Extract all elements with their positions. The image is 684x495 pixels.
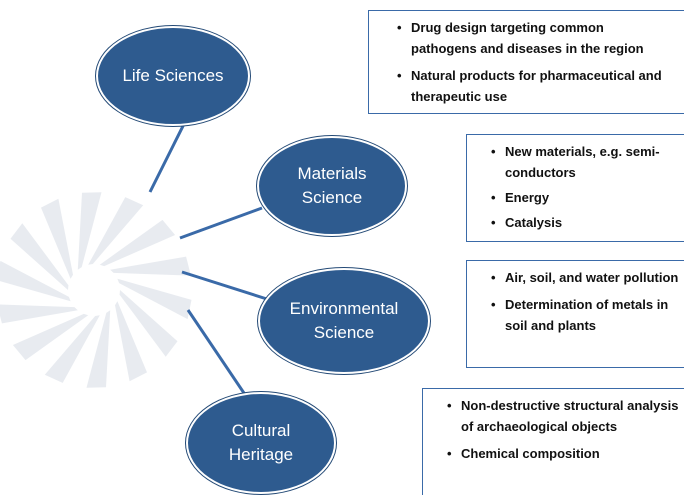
node-environmental-science: Environmental Science [258, 268, 430, 374]
node-materials-science: Materials Science [257, 136, 407, 236]
logo-blade [88, 197, 144, 265]
node-title: Materials Science [297, 164, 367, 207]
bullet-item: New materials, e.g. semi-conductors [489, 141, 681, 183]
connector-line [148, 123, 186, 193]
connector-line [181, 270, 271, 302]
detail-box-life-sciences: Drug design targeting common pathogens a… [368, 10, 684, 114]
logo-blade [12, 313, 89, 361]
bullet-item: Catalysis [489, 212, 676, 233]
bullet-item: Energy [489, 187, 676, 208]
bullet-item: Determination of metals in soil and plan… [489, 294, 681, 336]
logo-blade [77, 192, 102, 270]
node-title: Life Sciences [122, 66, 224, 85]
logo-blade [86, 310, 111, 388]
bullet-list: New materials, e.g. semi-conductors Ener… [489, 141, 676, 233]
logo-blade [0, 260, 71, 302]
logo-blade [41, 198, 73, 279]
bullet-item: Drug design targeting common pathogens a… [395, 17, 671, 59]
bullet-list: Air, soil, and water pollution Determina… [489, 267, 678, 336]
bullet-item: Natural products for pharmaceutical and … [395, 65, 671, 107]
node-life-sciences: Life Sciences [96, 26, 250, 126]
bullet-item: Chemical composition [445, 443, 679, 464]
connector-line [186, 309, 252, 403]
detail-box-materials-science: New materials, e.g. semi-conductors Ener… [466, 134, 684, 242]
connector-line [179, 206, 263, 240]
logo-blade [99, 219, 176, 267]
bullet-list: Non-destructive structural analysis of a… [445, 395, 679, 464]
bullet-list: Drug design targeting common pathogens a… [395, 17, 676, 107]
swirl-logo-icon [0, 192, 192, 388]
bullet-item: Air, soil, and water pollution [489, 267, 681, 288]
connectors [148, 123, 271, 403]
detail-box-environmental-science: Air, soil, and water pollution Determina… [466, 260, 684, 368]
bullet-item: Non-destructive structural analysis of a… [445, 395, 679, 437]
node-cultural-heritage: Cultural Heritage [186, 392, 336, 494]
logo-blade [44, 315, 100, 383]
logo-blade [0, 304, 78, 324]
node-title: Cultural Heritage [228, 421, 294, 464]
logo-blade [110, 256, 191, 276]
logo-blade [115, 301, 147, 382]
node-title: Environmental Science [289, 299, 399, 342]
logo-blade [119, 290, 178, 357]
logo-blade [117, 278, 192, 320]
logo-blade [10, 223, 69, 290]
detail-box-cultural-heritage: Non-destructive structural analysis of a… [422, 388, 684, 495]
